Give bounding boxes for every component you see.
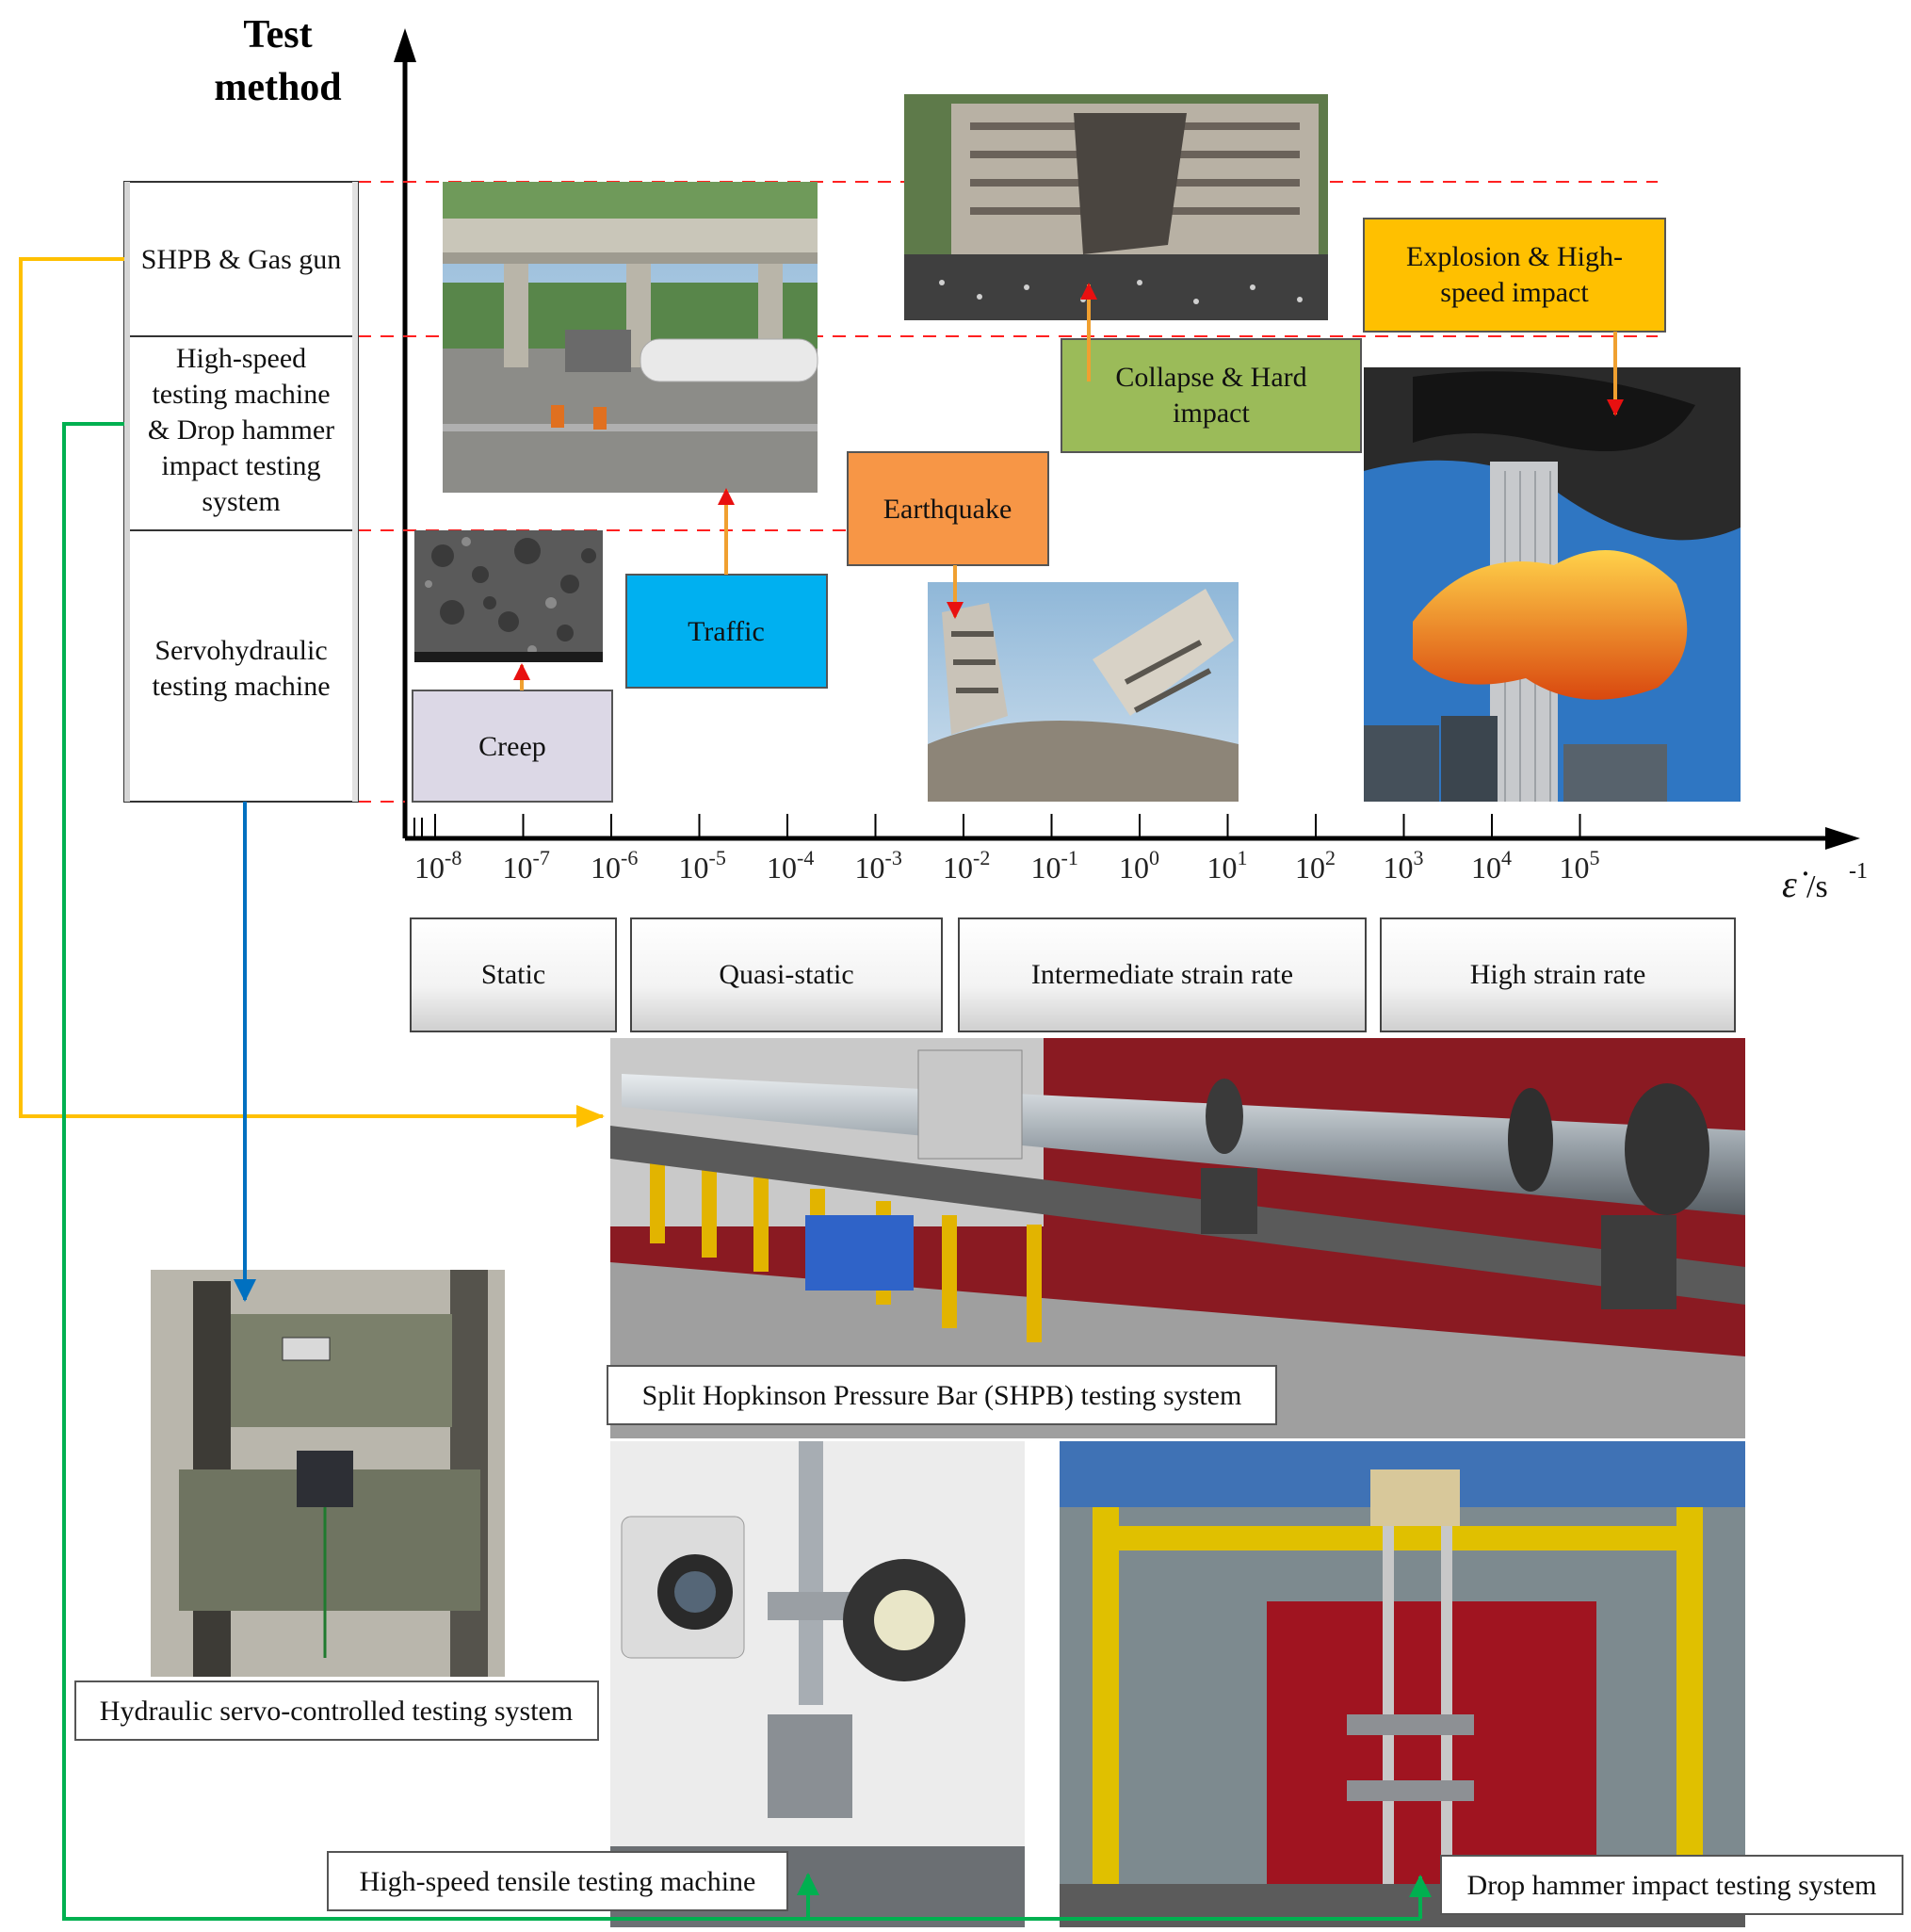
regime-quasi-label: Quasi-static bbox=[719, 959, 853, 990]
method-shpb-label: SHPB & Gas gun bbox=[141, 244, 342, 275]
regime-quasi-static: Quasi-static bbox=[630, 917, 943, 1032]
event-explosion-line2: speed impact bbox=[1440, 277, 1589, 308]
x-axis-unit-exponent: -1 bbox=[1849, 859, 1868, 884]
x-axis-unit: /s bbox=[1806, 869, 1828, 904]
x-tick-label: 100 bbox=[1119, 846, 1159, 885]
connector-highspeed bbox=[62, 422, 1420, 1921]
event-earthquake: Earthquake bbox=[847, 451, 1049, 566]
regime-static-label: Static bbox=[481, 959, 545, 990]
event-collapse-line1: Collapse & Hard bbox=[1115, 362, 1306, 393]
x-axis bbox=[405, 827, 1860, 850]
event-traffic: Traffic bbox=[625, 574, 828, 689]
traffic-bridge-image bbox=[443, 182, 818, 493]
drop-caption: Drop hammer impact testing system bbox=[1440, 1855, 1903, 1915]
tensile-caption: High-speed tensile testing machine bbox=[327, 1851, 788, 1911]
y-axis bbox=[394, 28, 416, 838]
hydraulic-caption-text: Hydraulic servo-controlled testing syste… bbox=[100, 1696, 573, 1727]
event-earthquake-label: Earthquake bbox=[883, 494, 1012, 525]
tensile-machine-photo bbox=[610, 1441, 1025, 1927]
earthquake-collapse-image bbox=[928, 582, 1239, 802]
method-highspeed-line3: & Drop hammer bbox=[148, 414, 334, 446]
x-tick-label: 101 bbox=[1207, 846, 1248, 885]
shpb-caption: Split Hopkinson Pressure Bar (SHPB) test… bbox=[607, 1365, 1277, 1425]
x-tick-label: 102 bbox=[1295, 846, 1336, 885]
event-collapse: Collapse & Hard impact bbox=[1061, 338, 1362, 453]
drop-hammer-photo bbox=[1060, 1441, 1745, 1927]
method-servo-line2: testing machine bbox=[152, 671, 330, 702]
regime-intermediate: Intermediate strain rate bbox=[958, 917, 1367, 1032]
event-traffic-label: Traffic bbox=[688, 616, 765, 647]
x-tick-label: 10-7 bbox=[503, 846, 550, 885]
event-explosion-line1: Explosion & High- bbox=[1406, 241, 1623, 272]
creep-sem-image bbox=[414, 530, 603, 662]
x-axis-label: ε̇ /s -1 bbox=[1782, 859, 1868, 905]
test-method-table: SHPB & Gas gun High-speed testing machin… bbox=[123, 181, 359, 803]
y-axis-title-line2: method bbox=[214, 66, 341, 109]
x-axis-ticks: 10-8 10-7 10-6 10-5 10-4 10-3 10-2 10-1 100 101 10… bbox=[413, 814, 1600, 885]
regime-high: High strain rate bbox=[1380, 917, 1736, 1032]
x-tick-label: 103 bbox=[1384, 846, 1424, 885]
regime-intermediate-label: Intermediate strain rate bbox=[1031, 959, 1293, 990]
x-tick-label: 10-5 bbox=[679, 846, 726, 885]
regime-high-label: High strain rate bbox=[1470, 959, 1646, 990]
explosion-tower-image bbox=[1364, 367, 1741, 802]
regime-static: Static bbox=[410, 917, 617, 1032]
tensile-caption-text: High-speed tensile testing machine bbox=[360, 1866, 756, 1897]
x-tick-label: 10-2 bbox=[943, 846, 990, 885]
x-tick-label: 10-1 bbox=[1031, 846, 1078, 885]
event-pointer-arrows bbox=[513, 283, 1624, 690]
event-collapse-line2: impact bbox=[1173, 398, 1250, 429]
method-highspeed-line4: impact testing bbox=[161, 450, 320, 481]
x-tick-label: 104 bbox=[1471, 846, 1512, 885]
x-tick-label: 10-6 bbox=[591, 846, 638, 885]
x-tick-label: 10-8 bbox=[414, 846, 462, 885]
method-highspeed-line1: High-speed bbox=[176, 343, 306, 374]
connector-shpb bbox=[19, 257, 605, 1128]
drop-caption-text: Drop hammer impact testing system bbox=[1467, 1870, 1877, 1901]
x-tick-label: 10-4 bbox=[767, 846, 814, 885]
method-highspeed-line2: testing machine bbox=[152, 379, 330, 410]
event-creep: Creep bbox=[412, 690, 613, 803]
strain-rate-symbol: ε̇ bbox=[1782, 863, 1808, 905]
collapse-building-image bbox=[904, 94, 1328, 320]
method-highspeed-line5: system bbox=[202, 486, 280, 517]
event-creep-label: Creep bbox=[478, 731, 546, 762]
shpb-caption-text: Split Hopkinson Pressure Bar (SHPB) test… bbox=[642, 1380, 1242, 1411]
y-axis-title-line1: Test bbox=[243, 13, 312, 57]
x-tick-label: 10-3 bbox=[855, 846, 902, 885]
hydraulic-caption: Hydraulic servo-controlled testing syste… bbox=[74, 1680, 599, 1741]
event-explosion: Explosion & High- speed impact bbox=[1363, 218, 1666, 333]
method-servo-line1: Servohydraulic bbox=[154, 635, 327, 666]
x-tick-label: 105 bbox=[1560, 846, 1600, 885]
hydraulic-machine-photo bbox=[151, 1270, 505, 1677]
